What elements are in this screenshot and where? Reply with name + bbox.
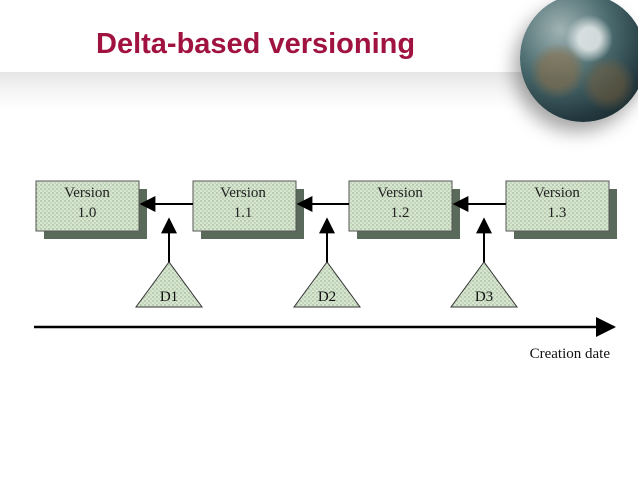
delta-d2: D2 — [293, 217, 361, 308]
triangle-d1 — [135, 261, 203, 308]
version-box-1-2: Version 1.2 — [348, 180, 460, 239]
globe-image — [520, 0, 638, 122]
version-1-0-line1: Version — [64, 185, 110, 201]
delta-d1: D1 — [135, 217, 203, 308]
delta-d3: D3 — [450, 217, 518, 308]
version-1-3-line1: Version — [534, 185, 580, 201]
version-1-2-line2: 1.2 — [391, 205, 410, 221]
triangle-d2 — [293, 261, 361, 308]
version-box-1-0: Version 1.0 — [35, 180, 147, 239]
version-1-2-line1: Version — [377, 185, 423, 201]
delta-d3-label: D3 — [475, 289, 493, 305]
triangle-d3 — [450, 261, 518, 308]
axis-label: Creation date — [530, 346, 611, 362]
slide-title: Delta-based versioning — [96, 28, 416, 60]
delta-d2-label: D2 — [318, 289, 336, 305]
version-box-1-1: Version 1.1 — [192, 180, 304, 239]
delta-d1-label: D1 — [160, 289, 178, 305]
version-1-1-line2: 1.1 — [234, 205, 253, 221]
version-1-1-line1: Version — [220, 185, 266, 201]
version-1-3-line2: 1.3 — [548, 205, 567, 221]
version-box-1-3: Version 1.3 — [505, 180, 617, 239]
version-1-0-line2: 1.0 — [78, 205, 97, 221]
